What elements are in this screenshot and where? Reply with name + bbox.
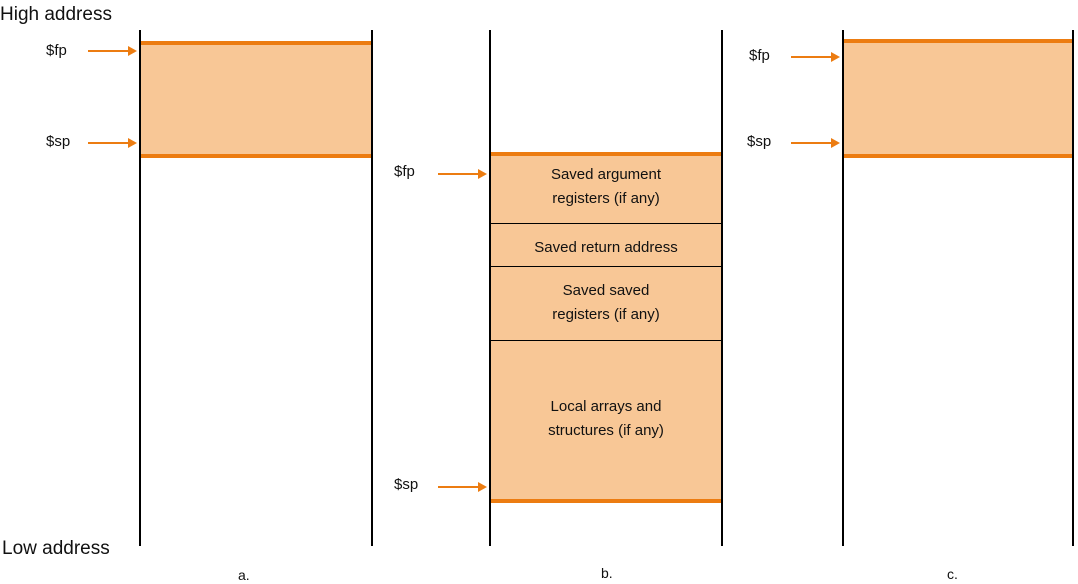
panel-caption: c. <box>947 566 958 582</box>
stack-right-line <box>721 30 723 546</box>
sp-arrow-icon <box>438 482 487 492</box>
stack-frame <box>844 42 1072 156</box>
fp-label: $fp <box>394 163 415 180</box>
segment-line: registers (if any) <box>552 306 660 323</box>
frame-bottom-border <box>844 154 1072 158</box>
fp-label: $fp <box>46 42 67 59</box>
segment-saved-return-address: Saved return address <box>491 236 721 260</box>
segment-line: Saved argument <box>550 166 662 183</box>
frame-top-border <box>844 39 1072 43</box>
segment-divider <box>491 266 721 267</box>
segment-local-arrays-structures: Local arrays and structures (if any) <box>491 395 721 443</box>
segment-line: Saved saved <box>562 282 650 299</box>
stack-right-line <box>1072 30 1074 546</box>
high-address-label: High address <box>0 4 112 25</box>
sp-label: $sp <box>394 476 419 493</box>
fp-arrow-icon <box>88 46 137 56</box>
frame-top-border <box>491 152 721 156</box>
segment-line: Local arrays and <box>550 398 662 415</box>
low-address-label: Low address <box>2 538 110 559</box>
segment-saved-argument-registers: Saved argument registers (if any) <box>491 163 721 211</box>
panel-caption: a. <box>238 567 250 583</box>
frame-top-border <box>141 41 371 45</box>
fp-arrow-icon <box>791 52 840 62</box>
sp-arrow-icon <box>791 138 840 148</box>
segment-divider <box>491 223 721 224</box>
stack-left-line <box>842 30 844 546</box>
frame-bottom-border <box>141 154 371 158</box>
segment-saved-saved-registers: Saved saved registers (if any) <box>491 279 721 327</box>
segment-line: registers (if any) <box>552 190 660 207</box>
panel-caption: b. <box>601 565 613 581</box>
stack-right-line <box>371 30 373 546</box>
frame-bottom-border <box>491 499 721 503</box>
fp-arrow-icon <box>438 169 487 179</box>
stack-left-line <box>489 30 491 546</box>
stack-left-line <box>139 30 141 546</box>
stack-frame <box>141 43 371 156</box>
sp-label: $sp <box>747 133 772 150</box>
stack-frame <box>491 154 721 502</box>
segment-divider <box>491 340 721 341</box>
segment-line: Saved return address <box>534 239 678 256</box>
sp-label: $sp <box>46 133 71 150</box>
sp-arrow-icon <box>88 138 137 148</box>
fp-label: $fp <box>749 47 770 64</box>
segment-line: structures (if any) <box>548 422 664 439</box>
